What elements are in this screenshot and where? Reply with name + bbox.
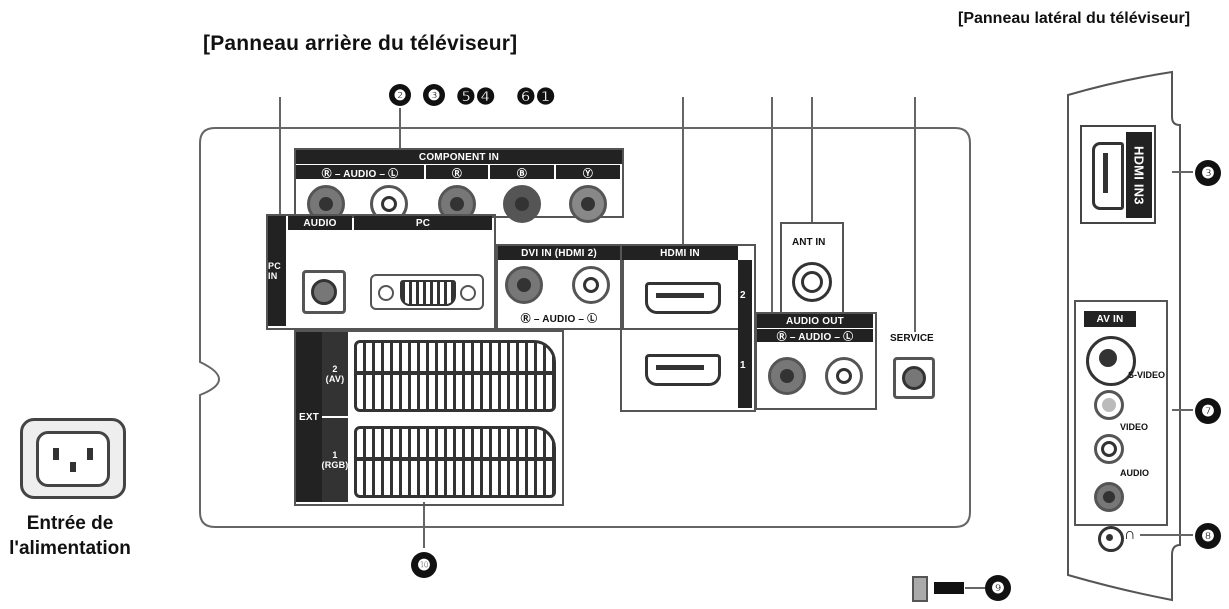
ext-block (294, 330, 564, 506)
headphone-icon: ∩ (1124, 526, 1136, 543)
s-video-label: S-VIDEO (1128, 370, 1166, 380)
hdmi-1-label: 1 (740, 360, 746, 371)
audio-out-l-jack[interactable] (825, 357, 863, 395)
pc-in-block (266, 214, 496, 330)
audio-out-block (755, 312, 877, 410)
callout-9: ❾ (985, 575, 1011, 601)
hdmi-number-bar (738, 260, 752, 408)
power-inlet (20, 418, 126, 499)
scart-2-port[interactable] (354, 340, 556, 412)
av-in-block (1074, 300, 1168, 526)
audio-out-sublabel: Ⓡ – AUDIO – Ⓛ (757, 329, 873, 343)
side-audio-l-jack[interactable] (1094, 434, 1124, 464)
side-hdmi-label: HDMI IN3 (1126, 132, 1152, 218)
ant-in-label: ANT IN (792, 237, 826, 248)
audio-out-r-jack[interactable] (768, 357, 806, 395)
hdmi-2-port[interactable] (645, 282, 721, 314)
component-y-header: Ⓨ (556, 165, 620, 180)
power-label-line1: Entrée de (26, 513, 114, 534)
hdmi-2-label: 2 (740, 290, 746, 301)
callout-5-4: ❺❹ (456, 84, 496, 109)
pc-in-label: PC IN (268, 216, 286, 326)
scart-1-port[interactable] (354, 426, 556, 498)
ext-label: EXT (296, 332, 322, 502)
service-port[interactable] (893, 357, 935, 399)
side-hdmi-block (1080, 125, 1156, 224)
dvi-in-header: DVI IN (HDMI 2) (498, 246, 620, 260)
av-in-header: AV IN (1084, 311, 1136, 327)
pc-audio-jack[interactable] (302, 270, 346, 314)
hdmi-divider (622, 328, 738, 330)
side-audio-r-jack[interactable] (1094, 482, 1124, 512)
callout-side-8: ❽ (1195, 523, 1221, 549)
ext-2-label: 2 (AV) (322, 332, 348, 416)
component-pb-header: Ⓑ (490, 165, 554, 180)
power-label: Entrée de l'alimentation (0, 511, 140, 561)
component-pb-jack[interactable] (503, 185, 541, 223)
callout-2: ❷ (389, 84, 411, 106)
callout-10: ❿ (411, 552, 437, 578)
audio-out-header: AUDIO OUT (757, 314, 873, 328)
hdmi-1-port[interactable] (645, 354, 721, 386)
rear-panel-title: [Panneau arrière du téléviseur] (203, 32, 518, 55)
component-y-jack[interactable] (569, 185, 607, 223)
callout-6-1: ❻❶ (516, 84, 556, 109)
dvi-audio-l-jack[interactable] (572, 266, 610, 304)
callout-side-3: ❸ (1195, 160, 1221, 186)
headphone-jack[interactable] (1098, 526, 1124, 552)
service-label: SERVICE (890, 333, 934, 344)
side-audio-label: AUDIO (1120, 468, 1149, 478)
video-label: VIDEO (1120, 422, 1149, 432)
audio-header: AUDIO (288, 216, 352, 230)
power-socket-icon (36, 431, 110, 487)
vga-port[interactable] (370, 274, 484, 310)
side-panel-title: [Panneau latéral du téléviseur] (958, 10, 1191, 27)
ext-1-label: 1 (RGB) (322, 418, 348, 502)
side-video-jack[interactable] (1094, 390, 1124, 420)
power-label-line2: l'alimentation (9, 538, 131, 559)
callout-side-7: ❼ (1195, 398, 1221, 424)
dvi-in-block (496, 244, 624, 330)
component-pr-header: Ⓡ (426, 165, 488, 180)
kensington-lock-icon (912, 576, 928, 602)
pc-header: PC (354, 216, 492, 230)
component-audio-header: Ⓡ – AUDIO – Ⓛ (296, 165, 424, 180)
dvi-audio-label: Ⓡ – AUDIO – Ⓛ (500, 311, 618, 325)
dvi-audio-r-jack[interactable] (505, 266, 543, 304)
ant-in-jack[interactable] (792, 262, 832, 302)
callout-3: ❸ (423, 84, 445, 106)
kensington-slot[interactable] (934, 582, 964, 594)
s-video-port[interactable] (1086, 336, 1136, 386)
hdmi-in-header: HDMI IN (622, 246, 738, 260)
side-hdmi-port[interactable] (1092, 142, 1124, 210)
component-in-header: COMPONENT IN (296, 150, 622, 164)
